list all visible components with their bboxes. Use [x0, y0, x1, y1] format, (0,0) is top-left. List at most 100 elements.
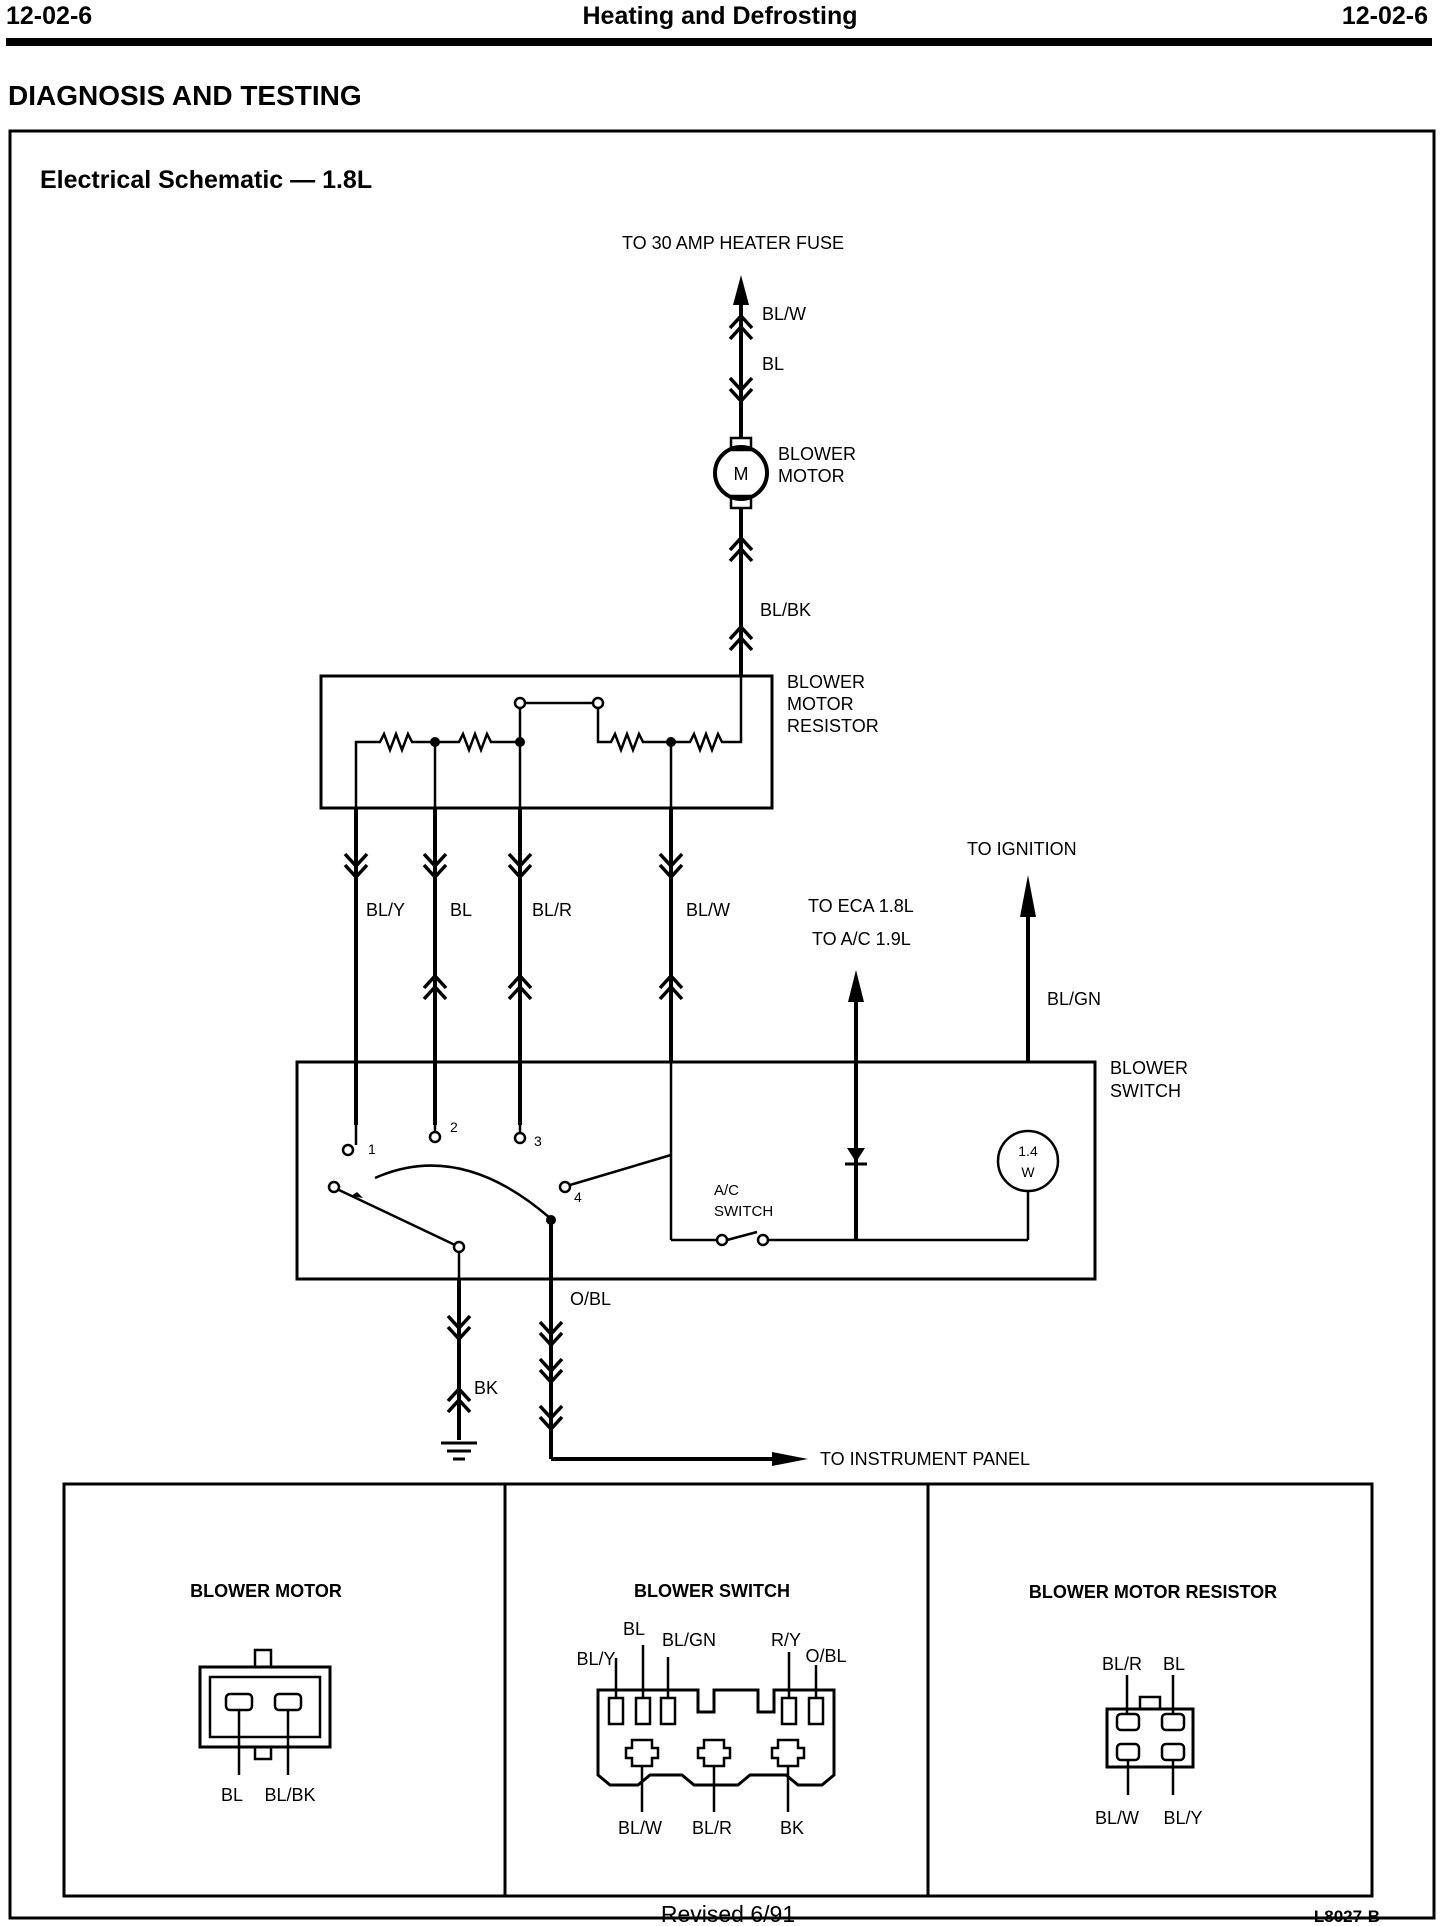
motor-symbol: M: [734, 464, 749, 484]
connector-title: BLOWER MOTOR: [190, 1581, 342, 1601]
blower-motor-resistor-connector: BLOWER MOTOR RESISTOR BL/R BL BL/W BL/Y: [1029, 1582, 1277, 1828]
instrument-panel-circuit: O/BL TO INSTRUMENT PANEL: [538, 1279, 1030, 1469]
contact-icon: [327, 1180, 341, 1194]
blower-switch-connector: BLOWER SWITCH BL/Y BL BL/GN R/Y O/BL BL/…: [576, 1581, 846, 1838]
lamp-rating: 1.4: [1018, 1143, 1038, 1159]
up-arrow-icon: [1020, 875, 1036, 917]
ac-switch-label: A/C: [714, 1182, 739, 1199]
pin-label: BL/Y: [1163, 1808, 1202, 1828]
ignition-switch-blade: [338, 1188, 456, 1247]
wire-bl-y-label: BL/Y: [366, 900, 405, 920]
wire-bl-w-label: BL/W: [762, 304, 806, 324]
contact-icon: [756, 1233, 770, 1247]
pin-icon: [770, 1738, 806, 1768]
diode-icon: [847, 1148, 865, 1162]
right-arrow-icon: [772, 1452, 808, 1466]
wire-o-bl-label: O/BL: [570, 1289, 611, 1309]
wire-bl-label: BL: [450, 900, 472, 920]
pin-label: BL: [1163, 1654, 1185, 1674]
motor-icon: [713, 445, 769, 501]
pin-label: BL/BK: [264, 1785, 315, 1805]
terminal-icon: [591, 696, 605, 710]
wire-bl-w-label: BL/W: [686, 900, 730, 920]
pin-label: BL/Y: [576, 1649, 615, 1669]
switch-position-1: 1: [368, 1141, 376, 1157]
section-title: DIAGNOSIS AND TESTING: [8, 80, 362, 111]
contact-icon: [428, 1130, 442, 1144]
pin-label: BL: [221, 1785, 243, 1805]
pin-label: BK: [780, 1818, 804, 1838]
blower-motor-resistor: BLOWER MOTOR RESISTOR: [319, 672, 879, 810]
lamp-rating: W: [1021, 1164, 1035, 1180]
connector-housing-icon: [596, 1688, 836, 1787]
schematic-title: Electrical Schematic — 1.8L: [40, 166, 372, 194]
pin-icon: [224, 1692, 254, 1712]
pin-label: BL/R: [1102, 1654, 1142, 1674]
wiper-arc: [374, 1164, 551, 1219]
blower-switch-label: BLOWER: [1110, 1058, 1188, 1078]
blower-switch: BLOWER SWITCH 1 2 3 4 A/C SWITCH 1.4 W: [295, 1058, 1188, 1322]
to-instrument-panel-label: TO INSTRUMENT PANEL: [820, 1449, 1030, 1469]
contact-icon: [715, 1233, 729, 1247]
ground-circuit: BK: [441, 1279, 498, 1461]
blower-motor-label: BLOWER: [778, 444, 856, 464]
ignition-feed: TO IGNITION BL/GN: [967, 839, 1101, 1062]
pin-label: BL/GN: [662, 1630, 716, 1650]
wire-bl-bk-label: BL/BK: [760, 600, 811, 620]
to-heater-fuse-label: TO 30 AMP HEATER FUSE: [622, 233, 844, 253]
pin-icon: [273, 1692, 303, 1712]
resistor-to-switch-wires: BL/Y BL BL/R BL/W: [343, 808, 730, 1125]
to-ignition-label: TO IGNITION: [967, 839, 1077, 859]
contact-icon: [341, 1143, 355, 1157]
to-eca-label: TO ECA 1.8L: [808, 896, 914, 916]
switch-position-2: 2: [450, 1119, 458, 1135]
switch-position-4: 4: [574, 1189, 582, 1205]
wire-bl-gn-label: BL/GN: [1047, 989, 1101, 1009]
blower-switch-label: SWITCH: [1110, 1081, 1181, 1101]
ac-switch-label: SWITCH: [714, 1203, 773, 1220]
wire-bl-label: BL: [762, 354, 784, 374]
blower-motor-label: MOTOR: [778, 466, 845, 486]
up-arrow-icon: [733, 275, 749, 305]
resistor-coil-icon: [354, 703, 522, 808]
figure-id: L8027-B: [1314, 1907, 1380, 1926]
up-arrow-icon: [848, 970, 864, 1002]
pin-icon: [1115, 1742, 1141, 1762]
resistor-label: RESISTOR: [787, 716, 879, 736]
pin-icon: [634, 1696, 652, 1726]
running-header: Heating and Defrosting: [582, 2, 858, 30]
pin-label: BL/W: [1095, 1808, 1139, 1828]
pin-label: BL: [623, 1619, 645, 1639]
heater-fuse-feed: TO 30 AMP HEATER FUSE BL/W BL: [622, 233, 844, 438]
blower-motor: M BLOWER MOTOR: [713, 436, 856, 510]
header-rule: [6, 38, 1432, 46]
switch-position-3: 3: [534, 1133, 542, 1149]
pin-label: BL/W: [618, 1818, 662, 1838]
indicator-lamp-icon: [996, 1129, 1060, 1193]
contact-icon: [452, 1240, 466, 1254]
bl-bk-wire: BL/BK: [728, 508, 811, 676]
pin-icon: [696, 1738, 732, 1768]
pin-icon: [659, 1696, 677, 1726]
terminal-icon: [513, 696, 527, 710]
contact-icon: [558, 1180, 572, 1194]
page-number-right: 12-02-6: [1341, 2, 1428, 30]
pin-icon: [1160, 1742, 1186, 1762]
resistor-label: MOTOR: [787, 694, 854, 714]
figure-frame: [8, 129, 1436, 1920]
contact-icon: [513, 1131, 527, 1145]
pin-label: O/BL: [805, 1646, 846, 1666]
pin-icon: [1115, 1712, 1141, 1732]
pin-icon: [780, 1696, 798, 1726]
revision-note: Revised 6/91: [661, 1901, 795, 1926]
pin-label: BL/R: [692, 1818, 732, 1838]
wire-bl-r-label: BL/R: [532, 900, 572, 920]
page-number-left: 12-02-6: [6, 2, 93, 30]
to-ac-label: TO A/C 1.9L: [812, 929, 911, 949]
pin-icon: [1160, 1712, 1186, 1732]
connector-housing-icon: [198, 1665, 332, 1749]
eca-feed: TO ECA 1.8L TO A/C 1.9L: [808, 896, 914, 1240]
resistor-coil-icon: [520, 676, 743, 754]
connector-title: BLOWER MOTOR RESISTOR: [1029, 1582, 1277, 1602]
